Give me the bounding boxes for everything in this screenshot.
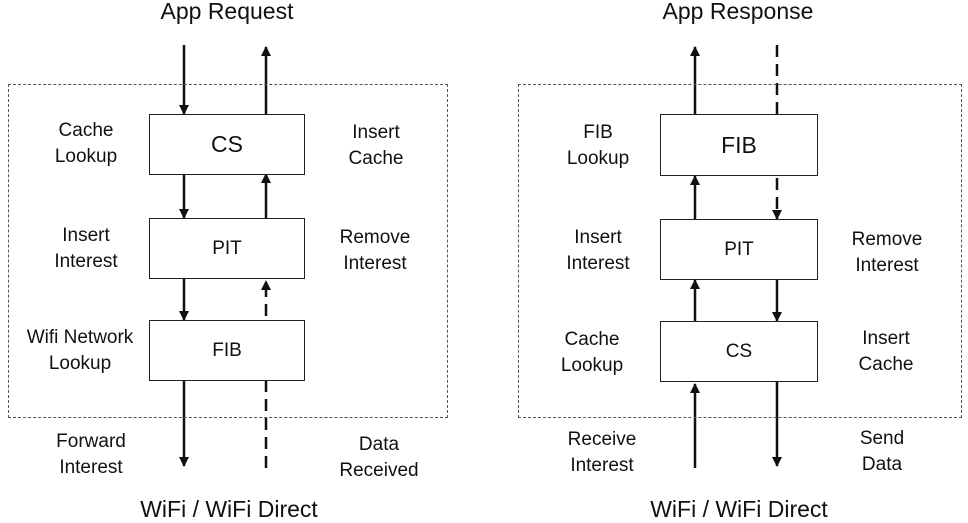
right-top-label: App Response: [662, 0, 814, 24]
right-box-cs-label: CS: [725, 340, 753, 362]
left-bottom-label: WiFi / WiFi Direct: [140, 496, 318, 522]
right-forwarder-frame: [518, 84, 962, 418]
right-box-fib: FIB: [660, 114, 818, 176]
left-box-cs-label: CS: [211, 131, 243, 157]
left-box-fib-label: FIB: [212, 339, 242, 361]
right-box-fib-label: FIB: [721, 131, 757, 158]
left-box-cs: CS: [149, 114, 305, 175]
left-forwarder-frame: [8, 84, 448, 418]
left-box-fib: FIB: [149, 320, 305, 381]
left-box-pit-label: PIT: [212, 237, 242, 259]
right-bottom-label: WiFi / WiFi Direct: [650, 496, 828, 522]
right-box-pit: PIT: [660, 219, 818, 280]
right-box-pit-label: PIT: [724, 238, 754, 260]
right-box-cs: CS: [660, 321, 818, 382]
left-box-pit: PIT: [149, 218, 305, 279]
left-top-label: App Request: [160, 0, 294, 24]
